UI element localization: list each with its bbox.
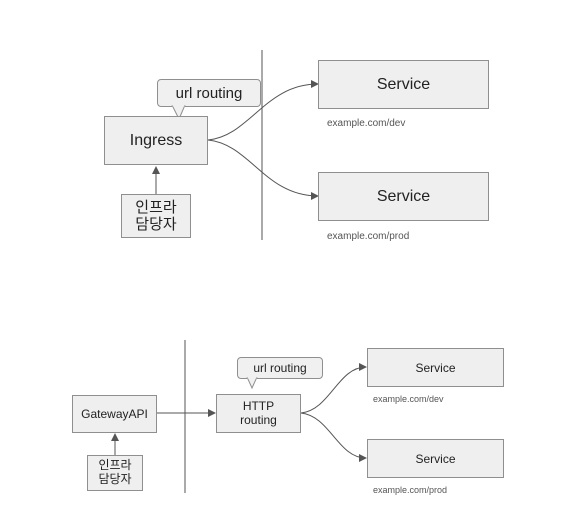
bottom-infra-owner-label: 인프라 담당자	[98, 458, 132, 486]
top-prod-url: example.com/prod	[327, 231, 410, 242]
top-service-prod-box: Service	[318, 172, 489, 221]
bottom-service-dev-box: Service	[367, 348, 504, 387]
top-infra-owner-box: 인프라 담당자	[121, 194, 191, 238]
bottom-arrow-to-prod	[300, 412, 367, 462]
bottom-arrow-to-dev	[300, 363, 367, 414]
bottom-callout-tail	[246, 377, 258, 390]
ingress-label: Ingress	[129, 131, 183, 149]
top-service-dev-box: Service	[318, 60, 489, 109]
bottom-service-prod-label: Service	[415, 451, 456, 466]
bottom-dev-url: example.com/dev	[373, 394, 444, 404]
gateway-api-label: GatewayAPI	[81, 407, 148, 421]
top-service-dev-label: Service	[376, 75, 431, 93]
top-url-routing-label: url routing	[175, 84, 243, 102]
bottom-service-prod-box: Service	[367, 439, 504, 478]
bottom-url-routing-callout: url routing	[237, 357, 323, 379]
top-url-routing-callout: url routing	[157, 79, 261, 107]
bottom-infra-owner-box: 인프라 담당자	[87, 455, 143, 491]
http-routing-box: HTTP routing	[216, 394, 301, 433]
top-arrow-to-dev	[207, 80, 319, 141]
gateway-api-box: GatewayAPI	[72, 395, 157, 433]
bottom-prod-url: example.com/prod	[373, 485, 448, 495]
bottom-service-dev-label: Service	[415, 360, 456, 375]
top-service-prod-label: Service	[376, 187, 431, 205]
bottom-url-routing-label: url routing	[253, 361, 307, 375]
http-routing-label: HTTP routing	[240, 398, 277, 427]
top-dev-url: example.com/dev	[327, 118, 406, 129]
top-arrow-to-prod	[207, 139, 319, 200]
top-infra-owner-label: 인프라 담당자	[135, 198, 177, 233]
ingress-box: Ingress	[104, 116, 208, 165]
